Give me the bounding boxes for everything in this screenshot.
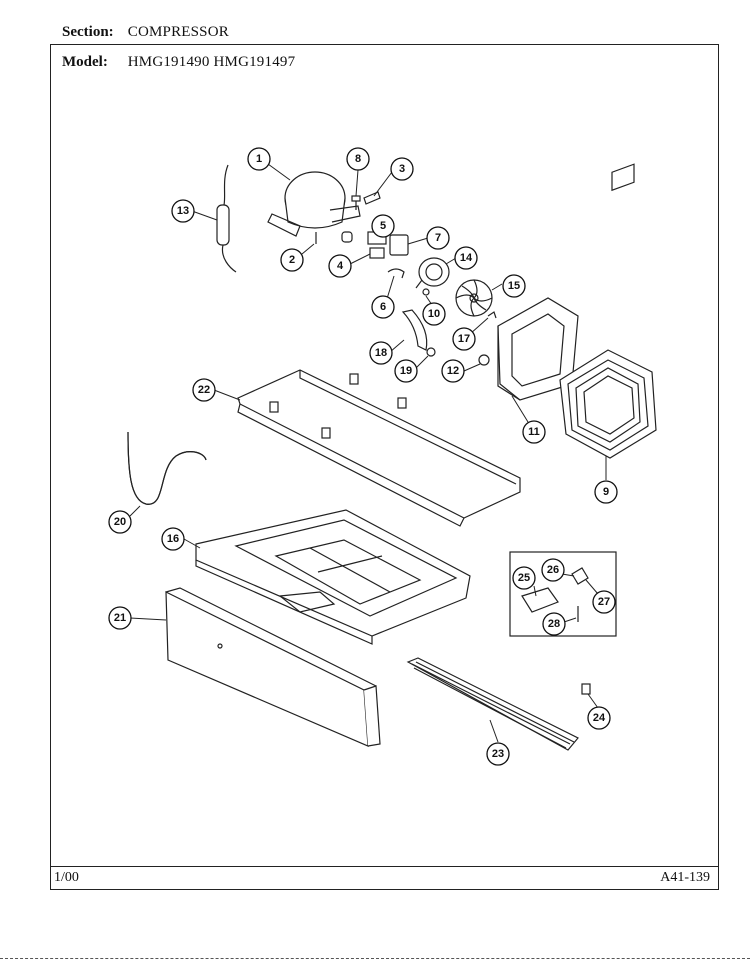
callout-5: 5 (371, 214, 395, 238)
callout-1-text: 1 (256, 153, 262, 165)
callout-16-text: 16 (167, 533, 179, 545)
callout-23-text: 23 (492, 748, 504, 760)
part-19-nut (426, 347, 436, 357)
callout-22-text: 22 (198, 384, 210, 396)
callout-8-text: 8 (355, 153, 361, 165)
model-row: Model: HMG191490 HMG191497 (62, 54, 295, 71)
callout-28-text: 28 (548, 618, 560, 630)
part-23-grille (406, 657, 579, 751)
callout-9: 9 (594, 480, 618, 504)
section-row: Section: COMPRESSOR (62, 24, 229, 41)
callout-15: 15 (502, 274, 526, 298)
section-value: COMPRESSOR (127, 24, 229, 40)
callout-26-text: 26 (547, 564, 559, 576)
part-1-compressor (267, 171, 361, 244)
callout-11-text: 11 (528, 426, 540, 438)
callout-10-text: 10 (428, 308, 440, 320)
callout-3: 3 (390, 157, 414, 181)
callout-16: 16 (161, 527, 185, 551)
callout-7: 7 (426, 226, 450, 250)
part-11-fan-shroud (497, 297, 579, 401)
callout-7-text: 7 (435, 232, 441, 244)
part-16-drain-pan (195, 509, 471, 645)
date-code: 1/00 (54, 870, 79, 885)
callout-13: 13 (171, 199, 195, 223)
part-20-drain-hose (127, 431, 207, 505)
callout-24: 24 (587, 706, 611, 730)
callout-2: 2 (280, 248, 304, 272)
callout-9-text: 9 (603, 486, 609, 498)
callout-6: 6 (371, 295, 395, 319)
callout-12: 12 (441, 359, 465, 383)
callout-21-text: 21 (114, 612, 126, 624)
callout-21: 21 (108, 606, 132, 630)
callout-25: 25 (512, 566, 536, 590)
callout-12-text: 12 (447, 365, 459, 377)
callout-15-text: 15 (508, 280, 520, 292)
callout-27: 27 (592, 590, 616, 614)
callout-19: 19 (394, 359, 418, 383)
callout-3-text: 3 (399, 163, 405, 175)
callout-8: 8 (346, 147, 370, 171)
callout-2-text: 2 (289, 254, 295, 266)
part-7-cover (389, 234, 409, 256)
part-3-clip (363, 191, 381, 205)
callout-11: 11 (522, 420, 546, 444)
model-value: HMG191490 HMG191497 (127, 54, 296, 70)
part-15-fan-blade (455, 279, 493, 317)
callout-4: 4 (328, 254, 352, 278)
callout-14: 14 (454, 246, 478, 270)
part-6-clip (387, 268, 405, 279)
callout-27-text: 27 (598, 596, 610, 608)
footer-divider (50, 866, 719, 867)
part-17-clip (487, 311, 497, 319)
part-18-bracket (401, 309, 428, 351)
part-10-washer (422, 288, 430, 296)
model-label: Model: (62, 54, 108, 70)
part-14-fan-motor (415, 257, 450, 289)
control-parts-inset (509, 551, 617, 637)
callout-23: 23 (486, 742, 510, 766)
callout-14-text: 14 (460, 252, 473, 264)
section-label: Section: (62, 24, 114, 40)
callout-4-text: 4 (337, 260, 344, 272)
callout-1: 1 (247, 147, 271, 171)
part-2-grommet (341, 231, 353, 243)
callout-17: 17 (452, 327, 476, 351)
part-25-switch (521, 587, 559, 613)
callout-18-text: 18 (375, 347, 387, 359)
part-22-base-plate (237, 369, 521, 527)
diagram-frame (50, 44, 719, 890)
page-code: A41-139 (660, 870, 710, 885)
part-12-nut (478, 354, 490, 366)
callout-5-text: 5 (380, 220, 386, 232)
scan-edge-line (0, 958, 750, 959)
callout-20: 20 (108, 510, 132, 534)
part-26-knob (571, 567, 589, 585)
part-13-drier (216, 164, 237, 273)
callout-24-text: 24 (593, 712, 606, 724)
callout-22: 22 (192, 378, 216, 402)
callout-25-text: 25 (518, 572, 530, 584)
part-9-condenser (559, 163, 657, 459)
callout-28: 28 (542, 612, 566, 636)
callout-10: 10 (422, 302, 446, 326)
part-21-front-panel (165, 587, 381, 747)
part-24-screw (581, 683, 591, 695)
callout-19-text: 19 (400, 365, 412, 377)
callout-17-text: 17 (458, 333, 470, 345)
callout-13-text: 13 (177, 205, 189, 217)
callout-20-text: 20 (114, 516, 126, 528)
part-4-overload (369, 247, 385, 259)
callout-26: 26 (541, 558, 565, 582)
callout-18: 18 (369, 341, 393, 365)
callout-6-text: 6 (380, 301, 386, 313)
